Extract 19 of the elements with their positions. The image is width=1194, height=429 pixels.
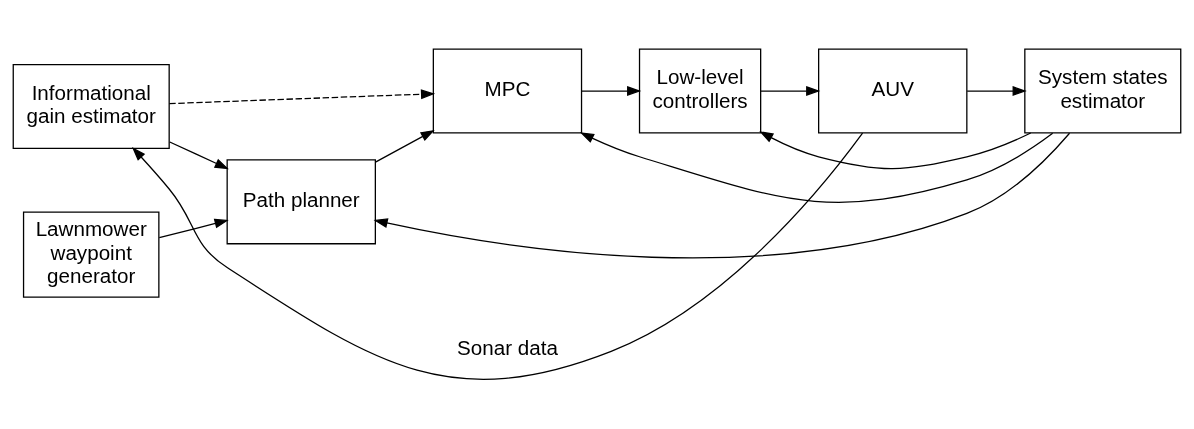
edge-label: Sonar data xyxy=(457,335,558,359)
arrow xyxy=(131,132,864,380)
node-box: MPC xyxy=(432,48,583,134)
arrow xyxy=(374,129,435,163)
arrow xyxy=(158,218,229,239)
arrow xyxy=(168,89,436,105)
node-box: Low-level controllers xyxy=(638,48,762,134)
arrow xyxy=(966,86,1027,96)
arrow xyxy=(581,86,642,96)
arrow xyxy=(169,141,229,170)
arrow xyxy=(373,132,1071,259)
node-box: Lawnmower waypoint generator xyxy=(22,211,160,298)
arrow xyxy=(760,86,821,96)
node-box: Informational gain estimator xyxy=(12,63,170,150)
node-box: AUV xyxy=(818,48,968,134)
node-box: Path planner xyxy=(226,159,376,245)
node-box: System states estimator xyxy=(1024,48,1182,134)
arrow xyxy=(759,131,1032,170)
arrow xyxy=(579,132,1054,203)
